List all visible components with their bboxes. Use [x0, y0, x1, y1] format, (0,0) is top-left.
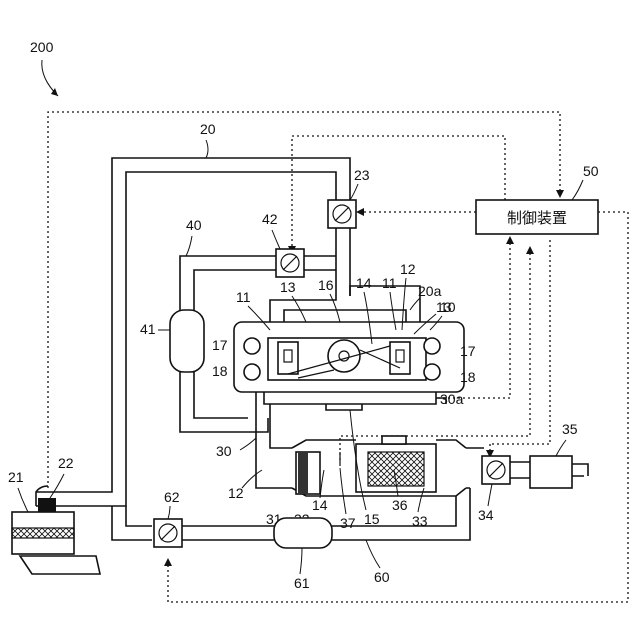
ref-18-left: 18 [212, 363, 228, 379]
cylinder-right [390, 342, 410, 374]
ref-13-right: 13 [436, 299, 452, 315]
ref-22: 22 [58, 455, 74, 471]
port-17-right [424, 338, 440, 354]
ref-41: 41 [140, 321, 156, 337]
figure-ref-label: 200 [30, 39, 54, 55]
ref-60: 60 [374, 569, 390, 585]
ref-34: 34 [478, 507, 494, 523]
muffler [530, 456, 572, 488]
ref-35: 35 [562, 421, 578, 437]
controller-ref: 50 [583, 163, 599, 179]
port-18-left [244, 364, 260, 380]
ref-13-left: 13 [280, 279, 296, 295]
ref-14-top: 14 [356, 275, 372, 291]
ref-16: 16 [318, 277, 334, 293]
ref-11-right: 11 [382, 275, 397, 291]
ref-36: 36 [392, 497, 408, 513]
ref-20a: 20a [418, 283, 442, 299]
ref-18-right: 18 [460, 369, 476, 385]
ref-12-top: 12 [400, 261, 416, 277]
ref-17-right: 17 [460, 343, 476, 359]
ref-11-left: 11 [236, 289, 251, 305]
filter-sensor [382, 436, 406, 444]
port-18-right [424, 364, 440, 380]
port-17-left [244, 338, 260, 354]
cylinder-left [278, 342, 298, 374]
ref-20: 20 [200, 121, 216, 137]
egr-cooler [170, 310, 204, 372]
ref-23: 23 [354, 167, 370, 183]
ref-30: 30 [216, 443, 232, 459]
controller-ref-lead [572, 180, 583, 200]
airflow-sensor [38, 498, 56, 512]
ref-30a: 30a [440, 391, 464, 407]
ref-61: 61 [294, 575, 310, 591]
ref-14-bottom: 14 [312, 497, 328, 513]
controller-label: 制御装置 [507, 209, 567, 227]
ref-62: 62 [164, 489, 180, 505]
ref-37: 37 [340, 515, 356, 531]
ref-15: 15 [364, 511, 380, 527]
ref-42: 42 [262, 211, 278, 227]
ref-17-left: 17 [212, 337, 228, 353]
ref-40: 40 [186, 217, 202, 233]
return-cooler [274, 518, 332, 548]
ref-12-bottom: 12 [228, 485, 244, 501]
ref-21: 21 [8, 469, 24, 485]
